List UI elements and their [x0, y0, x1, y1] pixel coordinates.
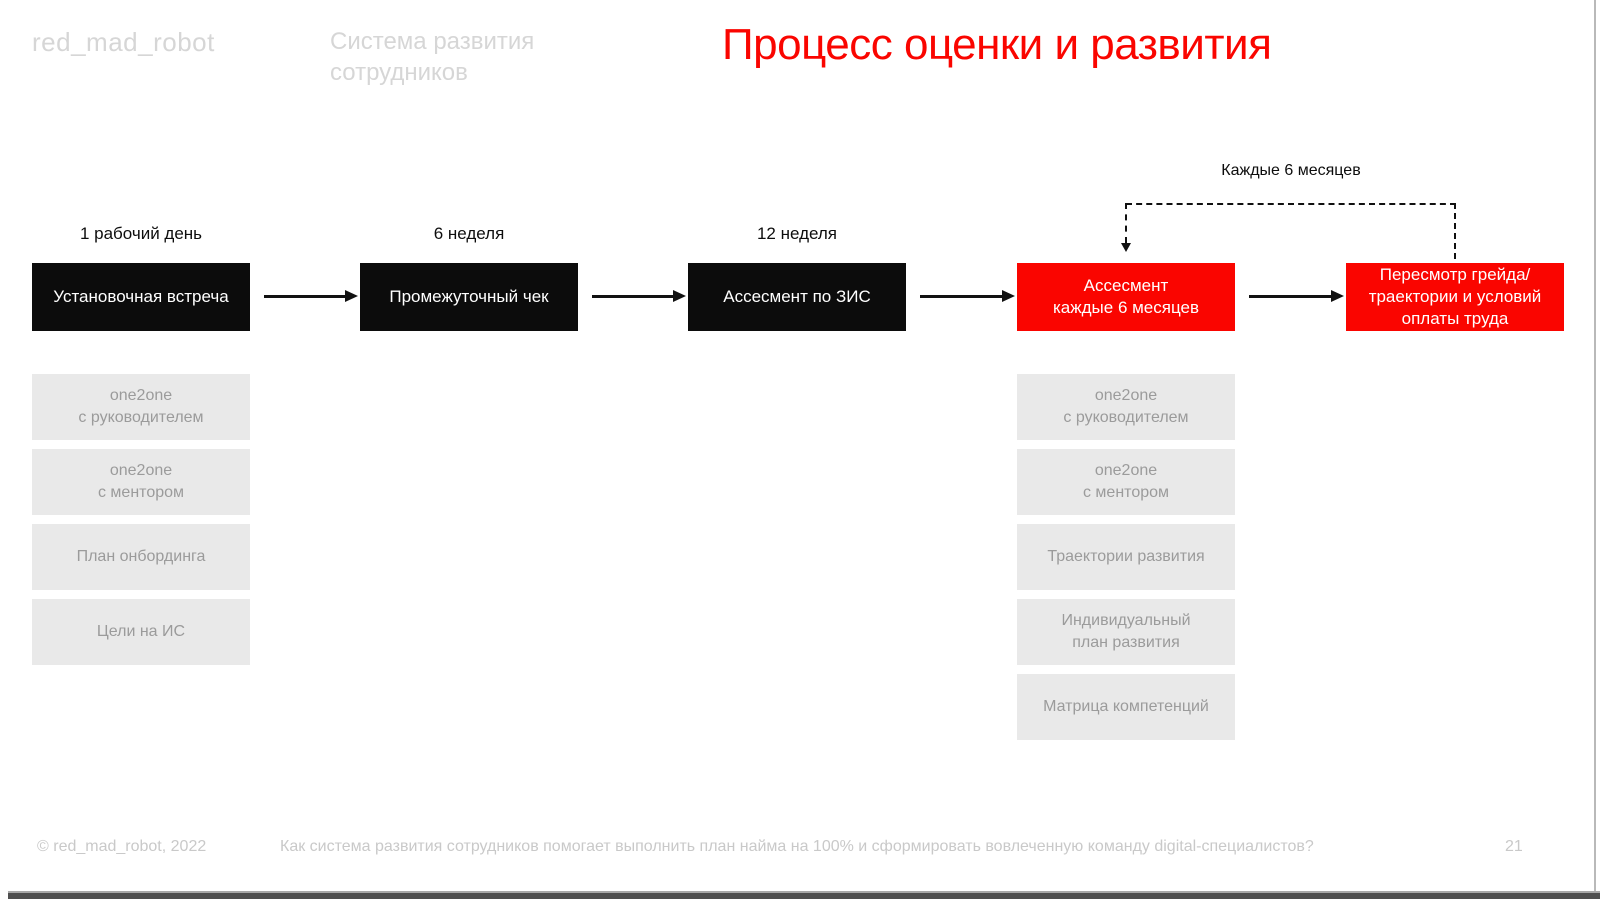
- stage-item: Траектории развития: [1017, 524, 1235, 590]
- stage-item: one2one с ментором: [32, 449, 250, 515]
- loop-dashed-line-right: [1454, 203, 1456, 259]
- stage-duration-label: 6 неделя: [433, 224, 505, 243]
- flow-arrow: [592, 290, 686, 302]
- stage-item: Индивидуальный план развития: [1017, 599, 1235, 665]
- slide-title: Процесс оценки и развития: [722, 20, 1272, 69]
- stage-item: Цели на ИС: [32, 599, 250, 665]
- loop-dashed-line-left: [1121, 203, 1131, 252]
- stage-box: Пересмотр грейда/ траектории и условий о…: [1346, 263, 1564, 331]
- loop-arrowhead-down-icon: [1121, 243, 1131, 252]
- stage-item: one2one с руководителем: [1017, 374, 1235, 440]
- arrow-head-icon: [673, 290, 686, 302]
- stage-box: Установочная встреча: [32, 263, 250, 331]
- footer-description: Как система развития сотрудников помогае…: [280, 838, 1314, 855]
- deck-subtitle: Система развития сотрудников: [330, 28, 535, 86]
- flow-arrow: [1249, 290, 1344, 302]
- company-logo: red_mad_robot: [32, 27, 215, 57]
- page-number: 21: [1505, 838, 1523, 855]
- stage-item: one2one с руководителем: [32, 374, 250, 440]
- stage-box: Промежуточный чек: [360, 263, 578, 331]
- stage-duration-label: 12 неделя: [756, 224, 838, 243]
- arrow-head-icon: [1331, 290, 1344, 302]
- arrow-head-icon: [1002, 290, 1015, 302]
- stage-item: План онбординга: [32, 524, 250, 590]
- window-right-edge: [1594, 0, 1596, 893]
- footer-copyright: © red_mad_robot, 2022: [37, 838, 207, 855]
- loop-dashed-line-horizontal: [1126, 203, 1456, 205]
- stage-duration-label: 1 рабочий день: [79, 224, 203, 243]
- flow-arrow: [920, 290, 1015, 302]
- stage-box: Ассесмент каждые 6 месяцев: [1017, 263, 1235, 331]
- arrow-head-icon: [345, 290, 358, 302]
- window-bottom-edge: [8, 891, 1600, 899]
- stage-item: one2one с ментором: [1017, 449, 1235, 515]
- loop-label: Каждые 6 месяцев: [1221, 162, 1361, 179]
- flow-arrow: [264, 290, 358, 302]
- stage-item: Матрица компетенций: [1017, 674, 1235, 740]
- stage-box: Ассесмент по ЗИС: [688, 263, 906, 331]
